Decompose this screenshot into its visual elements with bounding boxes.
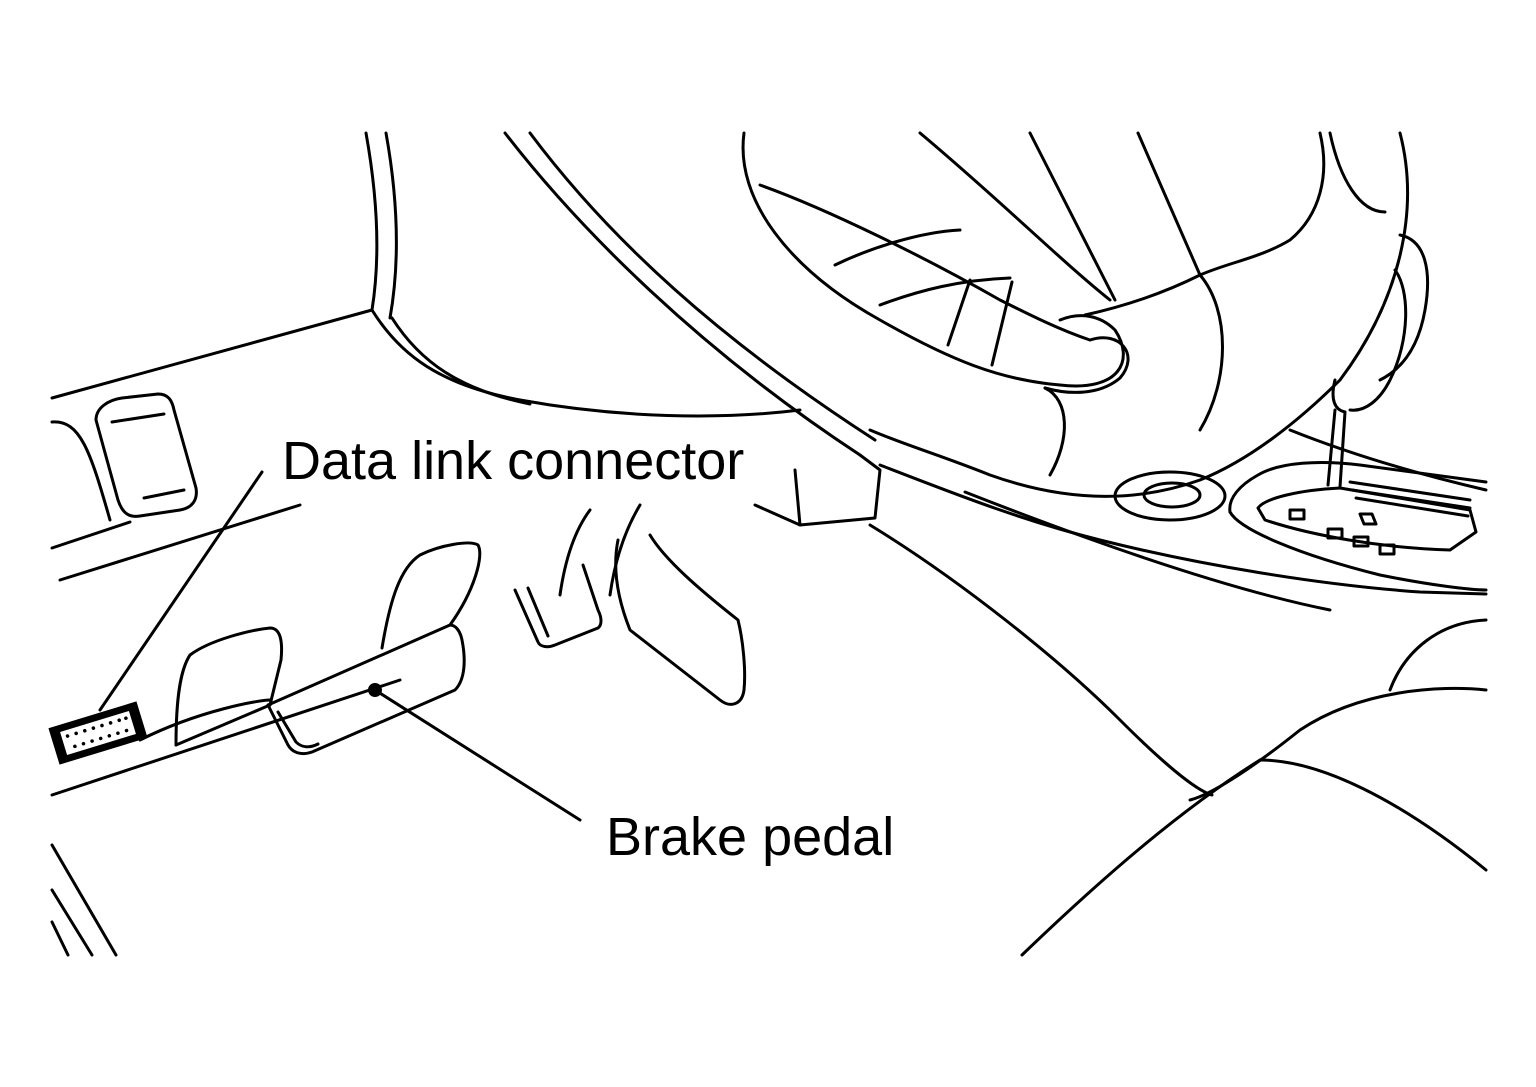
leader-line-brake-pedal [373, 688, 582, 822]
brake-pedal-shape [266, 623, 466, 756]
dash-switch [94, 392, 198, 518]
brake-pedal-label: Brake pedal [602, 810, 899, 864]
brake-pedal-leader-dot [368, 683, 382, 697]
center-console [878, 428, 1488, 612]
instrument-panel [50, 308, 802, 582]
accelerator-pedal-shape [614, 533, 747, 706]
leader-lines [98, 470, 582, 822]
steering-column [503, 131, 882, 527]
leader-line-data-link-connector [98, 470, 264, 712]
steering-wheel [741, 131, 1409, 498]
data-link-connector-label: Data link connector [278, 434, 749, 488]
a-pillar [364, 131, 398, 320]
parking-pedal-shape [513, 563, 603, 649]
lower-trim [50, 523, 1214, 957]
knee-bolster [174, 503, 642, 747]
data-link-connector-shape [48, 701, 148, 765]
seat [1020, 618, 1488, 957]
